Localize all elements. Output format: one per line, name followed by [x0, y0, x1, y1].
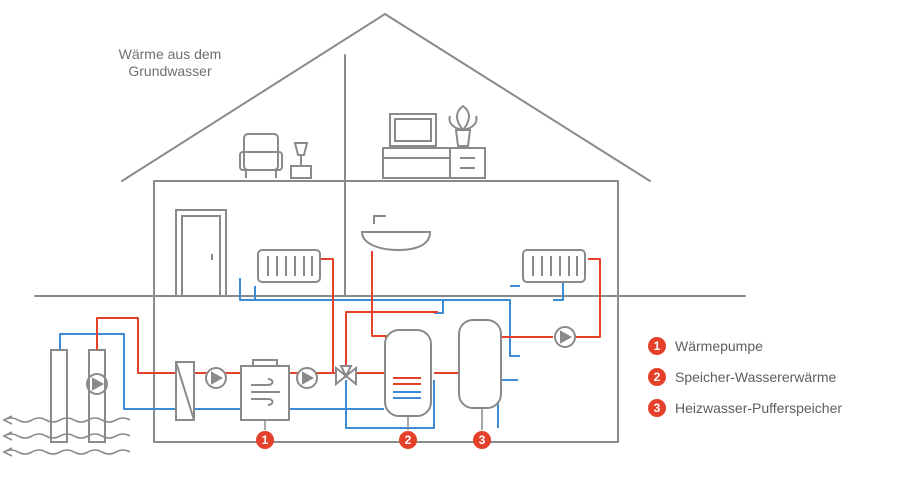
lamp-icon: [290, 142, 312, 179]
radiator-right-icon: [522, 249, 586, 283]
legend-item: 1 Wärmepumpe: [648, 336, 842, 356]
plant-icon: [448, 104, 478, 147]
heat-pump-unit-icon: [240, 359, 290, 421]
marker-heat-pump: 1: [256, 431, 274, 449]
legend-label: Speicher-Wassererwärme: [675, 369, 837, 385]
roof-outline: [121, 13, 651, 182]
groundwater-heat-label: Wärme aus dem Grundwasser: [100, 46, 240, 80]
groundwater-heat-label-line1: Wärme aus dem: [118, 46, 222, 62]
upper-floor-outline: [153, 180, 619, 297]
cold-water-pipes: [59, 278, 564, 429]
basement-outline: [153, 295, 619, 443]
tv-icon: [389, 113, 437, 147]
marker-hot-water-tank: 2: [399, 431, 417, 449]
groundwater-wells: [50, 349, 108, 443]
hot-water-tank-icon: [384, 329, 432, 417]
legend: 1 Wärmepumpe 2 Speicher-Wassererwärme 3 …: [648, 336, 842, 429]
pump-icon: [296, 367, 318, 389]
legend-label: Wärmepumpe: [675, 338, 763, 354]
marker-buffer-tank: 3: [473, 431, 491, 449]
groundwater-flow-arrows: [2, 415, 131, 457]
armchair-icon: [239, 133, 283, 178]
buffer-tank-icon: [458, 319, 502, 409]
marker-leaders: [264, 408, 483, 430]
sideboard-icon: [382, 147, 486, 179]
legend-label: Heizwasser-Pufferspeicher: [675, 400, 843, 416]
legend-badge: 2: [648, 368, 666, 386]
legend-badge: 1: [648, 337, 666, 355]
groundwater-heat-label-line2: Grundwasser: [128, 63, 212, 79]
radiator-left-icon: [257, 249, 321, 283]
door-icon: [175, 209, 227, 297]
three-way-valve-icon: [335, 365, 357, 387]
sink-icon: [360, 215, 432, 252]
legend-item: 2 Speicher-Wassererwärme: [648, 367, 842, 387]
pump-icon: [554, 326, 576, 348]
heat-exchanger-icon: [175, 361, 195, 421]
pump-icon: [205, 367, 227, 389]
legend-item: 3 Heizwasser-Pufferspeicher: [648, 398, 842, 418]
legend-badge: 3: [648, 399, 666, 417]
